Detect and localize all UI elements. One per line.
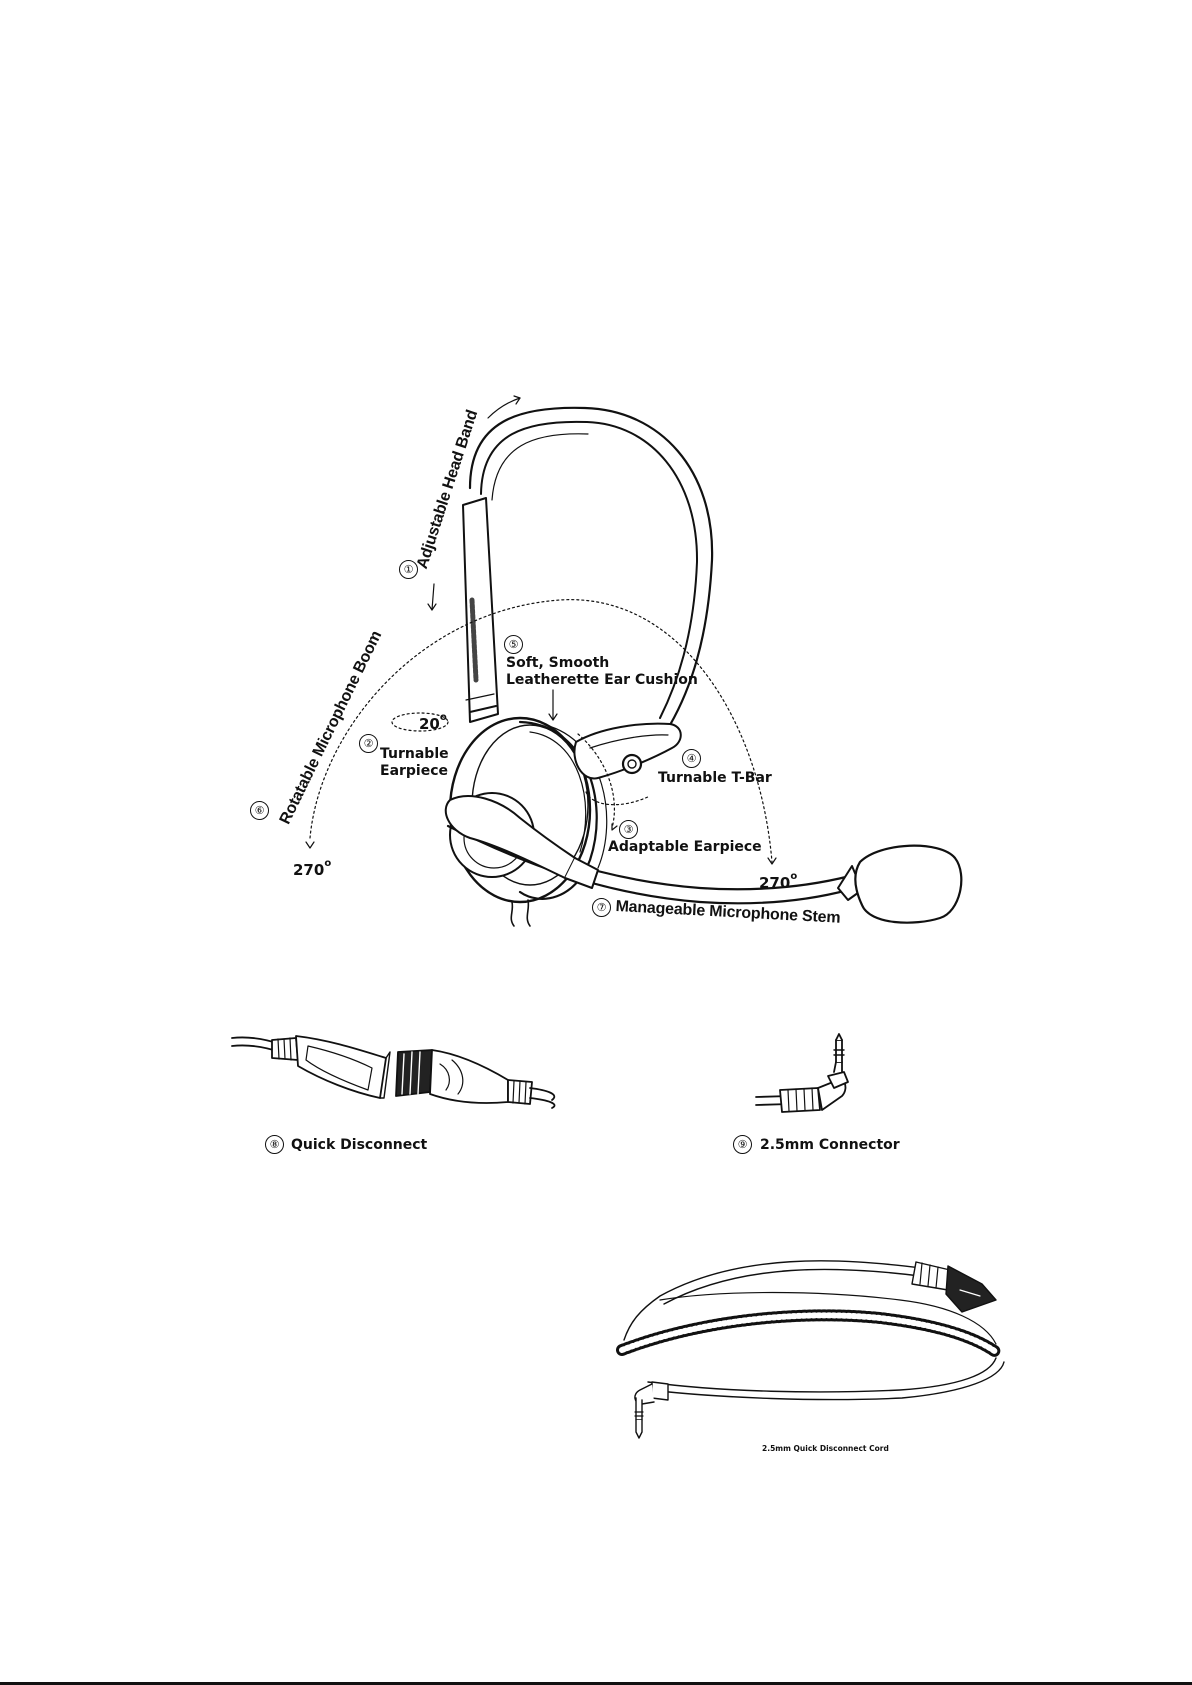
quick-disconnect-plug-icon [232,1036,555,1108]
label-earpiece: Earpiece [380,763,448,780]
label-turnable: Turnable [380,746,449,763]
angle-270-right: 270o [759,871,797,892]
angle-20: 20o [419,712,447,733]
angled-jack-icon [756,1034,848,1112]
label-cord-caption: 2.5mm Quick Disconnect Cord [762,1444,889,1453]
label-adaptable-earpiece: Adaptable Earpiece [608,839,762,856]
angle-270-left: 270o [293,858,331,879]
callout-number-7: ⑦ [592,898,611,917]
callout-number-6: ⑥ [250,801,269,820]
callout-number-2: ② [359,734,378,753]
label-25mm-connector: 2.5mm Connector [760,1137,900,1154]
callout-number-3: ③ [619,820,638,839]
callout-number-9: ⑨ [733,1135,752,1154]
label-ear-cushion: Leatherette Ear Cushion [506,672,698,689]
label-soft-smooth: Soft, Smooth [506,655,609,672]
coiled-cord-icon [622,1261,1004,1438]
label-quick-disconnect: Quick Disconnect [291,1137,427,1154]
callout-number-5: ⑤ [504,635,523,654]
callout-number-8: ⑧ [265,1135,284,1154]
label-turnable-tbar: Turnable T-Bar [658,770,772,787]
callout-number-4: ④ [682,749,701,768]
